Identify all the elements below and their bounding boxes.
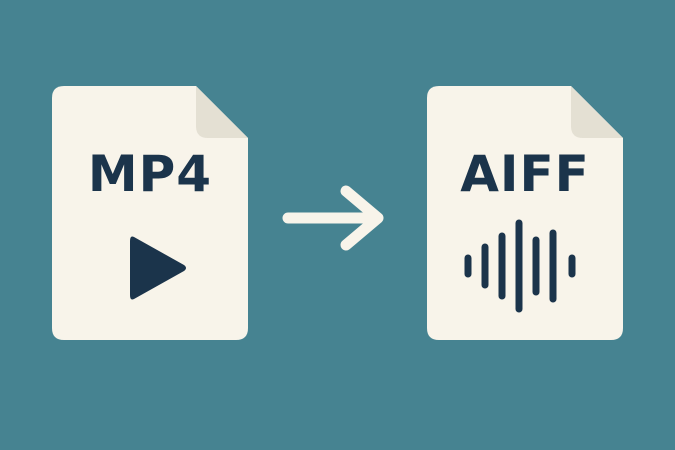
source-format-label: MP4 [87,145,213,203]
target-format-label: AIFF [460,145,590,203]
audio-waveform-icon [464,219,576,313]
play-icon [130,236,186,300]
document-icon [52,86,248,340]
target-file-card: AIFF [427,86,623,340]
source-file-card: MP4 [52,86,248,340]
arrow-right-icon [282,185,384,251]
